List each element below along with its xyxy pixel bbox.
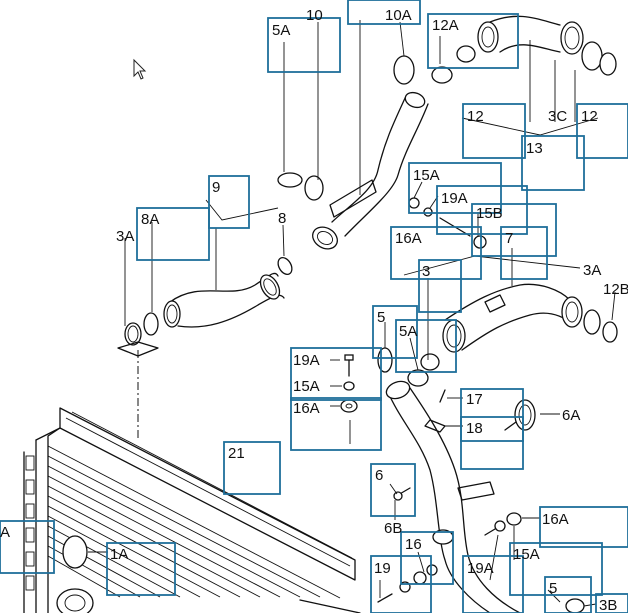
part-labels: 5A 10 10A 12A 12 3C 12 13 9 8A 3A 8 15A … <box>0 7 628 613</box>
label-12B: 12B <box>603 281 628 298</box>
label-8: 8 <box>278 210 286 227</box>
label-5-bot: 5 <box>549 580 557 597</box>
label-5A-top: 5A <box>272 22 290 39</box>
label-13: 13 <box>526 140 543 157</box>
label-15A-mid: 15A <box>293 378 320 395</box>
label-5A-mid: 5A <box>399 323 417 340</box>
label-17: 17 <box>466 391 483 408</box>
hose-left <box>124 256 293 346</box>
label-6B: 6B <box>384 520 402 537</box>
label-16: 16 <box>405 536 422 553</box>
label-3A-right: 3A <box>583 262 601 279</box>
label-3: 3 <box>422 263 430 280</box>
label-6A: 6A <box>562 407 580 424</box>
label-12-left: 12 <box>467 108 484 125</box>
label-19A-bot: 19A <box>467 560 494 577</box>
label-3A-left: 3A <box>116 228 134 245</box>
mouse-pointer-icon <box>133 58 147 80</box>
label-6: 6 <box>375 467 383 484</box>
label-16A-bot: 16A <box>542 511 569 528</box>
charge-pipe-upper <box>277 55 429 250</box>
label-3C: 3C <box>548 108 567 125</box>
label-16A-mid: 16A <box>293 400 320 417</box>
label-1A: 1A <box>110 546 128 563</box>
label-10A: 10A <box>385 7 412 24</box>
label-19A-top: 19A <box>441 190 468 207</box>
label-12A: 12A <box>432 17 459 34</box>
label-18: 18 <box>466 420 483 437</box>
label-15B: 15B <box>476 205 503 222</box>
label-8A: 8A <box>141 211 159 228</box>
label-7: 7 <box>505 230 513 247</box>
leader-lines <box>88 20 616 607</box>
label-10: 10 <box>306 7 323 24</box>
label-12-right: 12 <box>581 108 598 125</box>
label-19A-mid: 19A <box>293 352 320 369</box>
label-A: A <box>0 524 10 541</box>
intercooler <box>23 407 361 613</box>
label-9: 9 <box>212 179 220 196</box>
label-15A-top: 15A <box>413 167 440 184</box>
label-5: 5 <box>377 309 385 326</box>
label-3B: 3B <box>599 597 617 613</box>
hose-right <box>408 197 618 353</box>
label-21: 21 <box>228 445 245 462</box>
hose-upper-right <box>431 15 617 84</box>
label-15A-bot: 15A <box>513 546 540 563</box>
label-19: 19 <box>374 560 391 577</box>
label-16A-top: 16A <box>395 230 422 247</box>
